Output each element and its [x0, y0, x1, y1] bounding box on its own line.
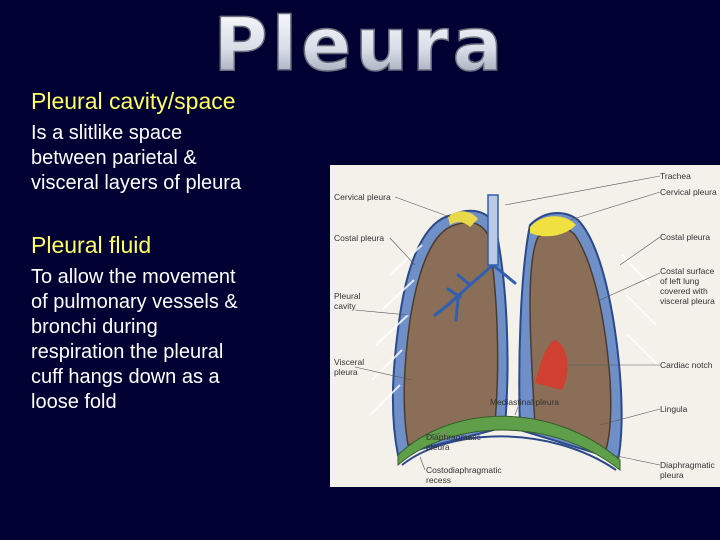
label-cardiac-notch: Cardiac notch — [660, 360, 713, 370]
pleural-cavity-line-2: between parietal & — [31, 147, 197, 169]
label-costal-surface-1: Costal surface — [660, 266, 715, 276]
diaphragm-muscle — [401, 435, 617, 471]
label-costal-surface-2: of left lung — [660, 276, 699, 286]
pleural-fluid-line-1: To allow the movement — [31, 266, 236, 288]
right-cervical-pleura — [448, 211, 478, 227]
trachea — [487, 194, 499, 266]
pleural-fluid-line-3: bronchi during — [31, 316, 158, 338]
cardiac-notch — [535, 340, 568, 390]
left-cervical-pleura — [530, 216, 576, 237]
label-costal-pleura-right: Costal pleura — [660, 232, 710, 242]
title-text: Pleura — [214, 2, 507, 80]
label-pleural-cavity-1: Pleural — [334, 291, 361, 301]
label-costodiaphragmatic-recess-2: recess — [426, 475, 451, 485]
heading-pleural-cavity: Pleural cavity/space — [31, 88, 236, 114]
pleura-diagram: Trachea Cervical pleura Cervical pleura … — [330, 165, 720, 487]
left-lung — [529, 227, 612, 451]
title-graphic: Pleura — [213, 1, 507, 80]
label-costal-surface-4: visceral pleura — [660, 296, 715, 306]
bronchial-tree — [433, 201, 517, 322]
page-title: Pleura — [180, 0, 540, 80]
label-cervical-pleura-right: Cervical pleura — [660, 187, 717, 197]
label-costal-surface-3: covered with — [660, 286, 708, 296]
pleural-cavity-line-3: visceral layers of pleura — [31, 172, 242, 194]
label-diaphragmatic-pleura-right-2: pleura — [660, 470, 684, 480]
heading-pleural-fluid: Pleural fluid — [31, 232, 152, 258]
pleural-fluid-line-4: respiration the pleural — [31, 341, 224, 363]
label-pleural-cavity-2: cavity — [334, 301, 356, 311]
label-diaphragmatic-pleura-1: Diaphragmatic — [426, 432, 482, 442]
label-trachea: Trachea — [660, 171, 691, 181]
label-visceral-pleura-2: pleura — [334, 367, 358, 377]
pleural-fluid-line-5: cuff hangs down as a — [31, 366, 220, 388]
pleural-fluid-line-2: of pulmonary vessels & — [31, 291, 238, 313]
pleural-fluid-line-6: loose fold — [31, 391, 117, 413]
label-cervical-pleura-left: Cervical pleura — [334, 192, 391, 202]
ribs — [369, 244, 659, 416]
label-diaphragmatic-pleura-2: pleura — [426, 442, 450, 452]
label-costal-pleura-left: Costal pleura — [334, 233, 384, 243]
diaphragm — [397, 415, 621, 472]
label-diaphragmatic-pleura-right-1: Diaphragmatic — [660, 460, 716, 470]
label-costodiaphragmatic-recess-1: Costodiaphragmatic — [426, 465, 502, 475]
label-mediastinal-pleura: Mediastinal pleura — [490, 397, 559, 407]
label-visceral-pleura-1: Visceral — [334, 357, 364, 367]
pleural-cavity-line-1: Is a slitlike space — [31, 122, 183, 144]
pleura-illustration: Trachea Cervical pleura Cervical pleura … — [334, 171, 717, 485]
label-lingula: Lingula — [660, 404, 688, 414]
